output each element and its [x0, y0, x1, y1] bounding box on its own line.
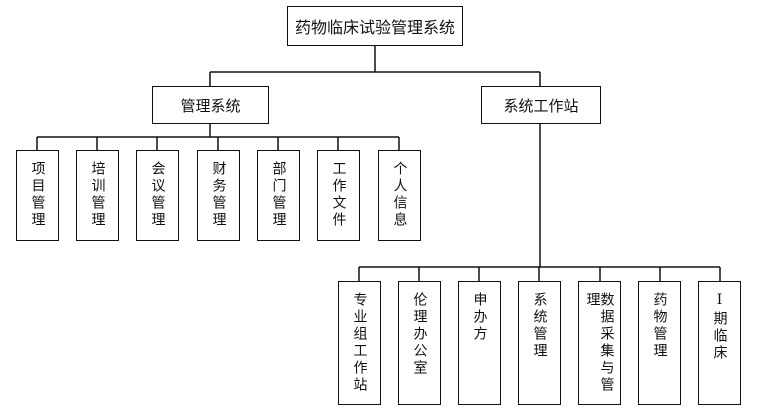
- workstation-item-data-collection: 数据采集与管理: [578, 281, 621, 405]
- system-workstation-node: 系统工作站: [481, 86, 601, 124]
- workstation-item-label: 专业组工作站: [351, 292, 368, 394]
- management-item-project: 项目管理: [16, 150, 59, 241]
- management-item-label: 财务管理: [210, 161, 227, 229]
- workstation-item-label: 申办方: [471, 292, 488, 343]
- management-system-label: 管理系统: [180, 96, 241, 115]
- management-system-node: 管理系统: [152, 86, 269, 124]
- workstation-item-label: 系统管理: [531, 292, 548, 360]
- workstation-item-drug-management: 药物管理: [638, 281, 681, 405]
- management-item-label: 会议管理: [149, 161, 166, 229]
- management-item-label: 项目管理: [29, 161, 46, 229]
- root-label: 药物临床试验管理系统: [294, 18, 455, 37]
- workstation-item-sponsor: 申办方: [458, 281, 501, 405]
- workstation-item-label: 伦理办公室: [411, 292, 428, 377]
- management-item-department: 部门管理: [257, 150, 300, 241]
- workstation-item-label: 数据采集与管理: [584, 292, 615, 394]
- root-node: 药物临床试验管理系统: [287, 6, 463, 46]
- management-item-work-files: 工作文件: [317, 150, 360, 241]
- management-item-label: 个人信息: [391, 161, 408, 229]
- workstation-item-ethics-office: 伦理办公室: [398, 281, 441, 405]
- workstation-item-system-admin: 系统管理: [518, 281, 561, 405]
- management-item-meeting: 会议管理: [136, 150, 179, 241]
- management-item-label: 培训管理: [89, 161, 106, 229]
- management-item-training: 培训管理: [76, 150, 119, 241]
- workstation-item-phase-one-clinical: Ⅰ期临床: [698, 281, 741, 405]
- management-item-label: 工作文件: [330, 161, 347, 229]
- management-item-finance: 财务管理: [197, 150, 240, 241]
- workstation-item-label: 药物管理: [651, 292, 668, 360]
- system-workstation-label: 系统工作站: [503, 96, 579, 115]
- management-item-label: 部门管理: [270, 161, 287, 229]
- workstation-item-label: Ⅰ期临床: [711, 292, 728, 362]
- management-item-personal-info: 个人信息: [378, 150, 421, 241]
- workstation-item-specialty-group: 专业组工作站: [338, 281, 381, 405]
